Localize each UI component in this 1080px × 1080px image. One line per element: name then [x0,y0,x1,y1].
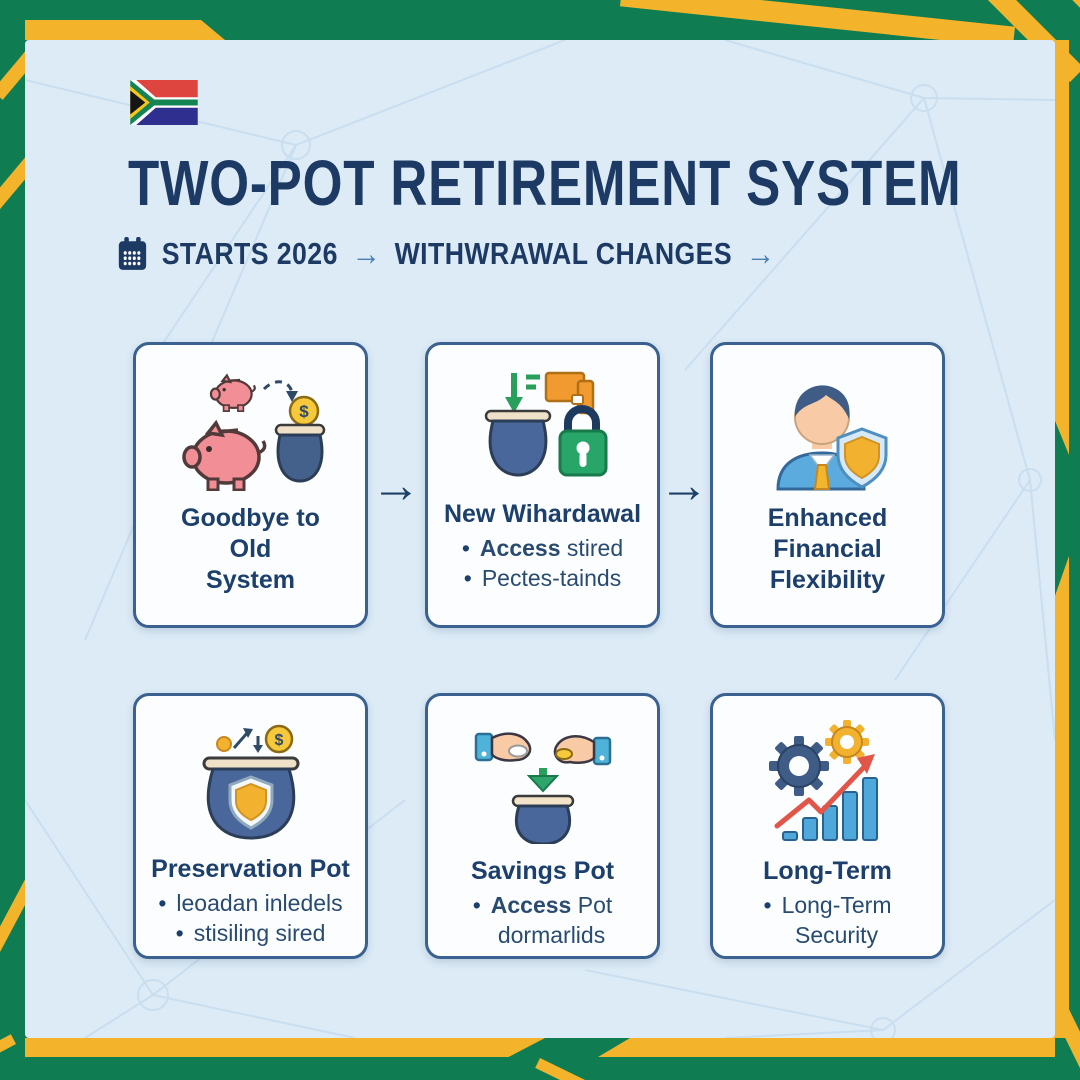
card-title: Goodbye to Old System [181,504,320,594]
frame-stripe [1052,556,1069,1038]
bullet-item: •leoadan inledels [158,889,342,919]
card-title: New Wihardawal [443,500,642,528]
south-africa-flag-icon [130,80,198,130]
content-area: TWO-POT RETIREMENT SYSTEM STARTS 2026 → … [25,40,1055,1038]
card-enhanced-flexibility: Enhanced Financial Flexibility [710,342,945,628]
pot-lock-icon [484,371,607,477]
bullet-dot: • [158,890,167,916]
frame-stripe [1047,0,1080,32]
card-title: Preservation Pot [151,855,350,883]
svg-text:$: $ [274,732,283,749]
bullet-item: •Long-Term Security [763,892,892,948]
card-new-withdrawal: New Wihardawal •Access stired •Pectes-ta… [425,342,660,628]
frame-stripe [1052,40,1069,455]
bullet-dot: • [463,564,472,591]
svg-text:$: $ [299,402,309,421]
card-bullet-list: •Access Pot dormarlids [473,891,613,951]
card-title: Enhanced Financial Flexibility [767,504,888,594]
person-shield-icon [775,385,887,491]
card-title: Long-Term [763,857,892,885]
frame-stripe [25,20,225,40]
hands-coins-pot-icon [474,732,611,844]
frame-stripe [535,1058,656,1080]
background-network-pattern [25,40,1055,1038]
frame-stripe [25,1038,545,1057]
card-bullet-list: •Long-Term Security [764,891,892,951]
flow-arrow-icon: → [371,457,421,513]
card-preservation-pot: $ Preservation Pot •leoadan inledels •st… [133,693,368,959]
card-title: Savings Pot [470,857,615,885]
page-title: TWO-POT RETIREMENT SYSTEM [128,147,962,219]
bullet-item: •Pectes-tainds [462,564,623,594]
bullet-item: •Access stired [462,534,623,564]
flow-arrow-icon: → [745,235,776,273]
card-savings-pot: Savings Pot •Access Pot dormarlids [425,693,660,959]
bullet-dot: • [763,892,772,918]
flow-arrow-icon: → [351,235,381,273]
flow-arrow-icon: → [659,457,709,513]
bullet-item: •stisiling sired [158,919,342,949]
card-bullet-list: •leoadan inledels •stisiling sired [158,889,342,949]
frame-stripe [598,1038,1055,1057]
calendar-icon [118,237,147,270]
bullet-dot: • [461,535,470,561]
card-bullet-list: •Access stired •Pectes-tainds [462,534,623,594]
card-long-term: Long-Term •Long-Term Security [710,693,945,959]
bullet-dot: • [175,919,184,946]
start-date-label: STARTS 2026 [161,236,338,271]
piggy-bank-to-pot-icon: $ [181,373,325,491]
bullet-item: •Access Pot dormarlids [472,892,613,948]
pot-shield-icon: $ [202,724,299,840]
withdrawal-changes-label: WITHWRAWAL CHANGES [394,236,733,271]
subtitle-row: STARTS 2026 → WITHWRAWAL CHANGES → [117,232,775,276]
frame-stripe [0,1034,16,1080]
gears-growth-chart-icon [768,720,878,841]
bullet-dot: • [472,892,481,918]
card-goodbye-old-system: $ [133,342,368,628]
